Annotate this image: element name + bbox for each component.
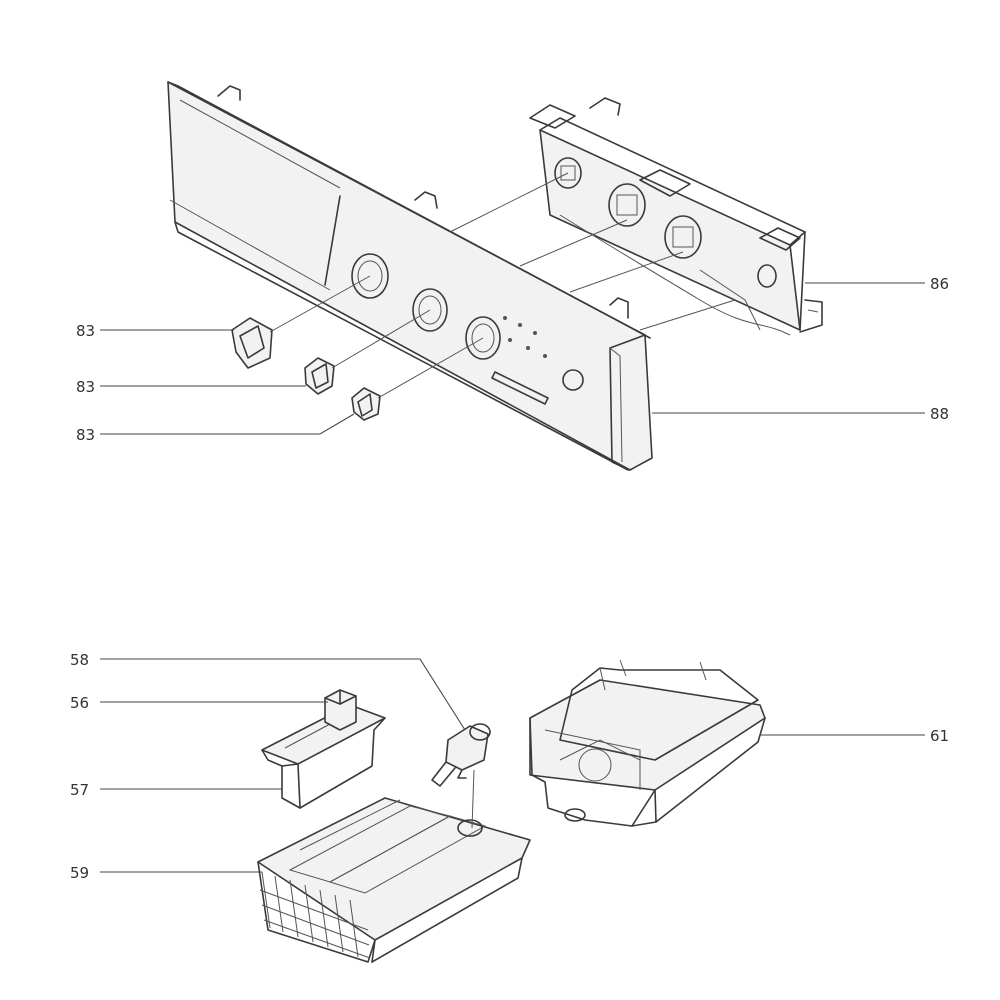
callout-knob-top: 83 [76, 322, 95, 340]
knob-3 [351, 337, 484, 421]
callout-siphon-cap: 58 [70, 651, 89, 669]
callout-dispenser-housing: 61 [930, 727, 949, 745]
softener-cap [324, 689, 357, 731]
softener-insert [261, 704, 386, 809]
dispenser-housing [529, 659, 766, 827]
callout-knob-middle: 83 [76, 378, 95, 396]
control-panel-fascia [167, 81, 653, 471]
knob-1 [231, 275, 371, 369]
callout-control-panel: 88 [930, 405, 949, 423]
callout-control-board: 86 [930, 275, 949, 293]
knob-2 [304, 309, 431, 395]
callout-softener-insert: 57 [70, 781, 89, 799]
dispenser-drawer [257, 797, 531, 963]
callout-softener-cap: 56 [70, 694, 89, 712]
callout-dispenser-drawer: 59 [70, 864, 89, 882]
callout-knob-bottom: 83 [76, 426, 95, 444]
panel-board-explode-lines [449, 172, 736, 331]
leader-lines [100, 282, 925, 873]
siphon-cap [431, 723, 491, 829]
control-board-module [529, 97, 823, 336]
